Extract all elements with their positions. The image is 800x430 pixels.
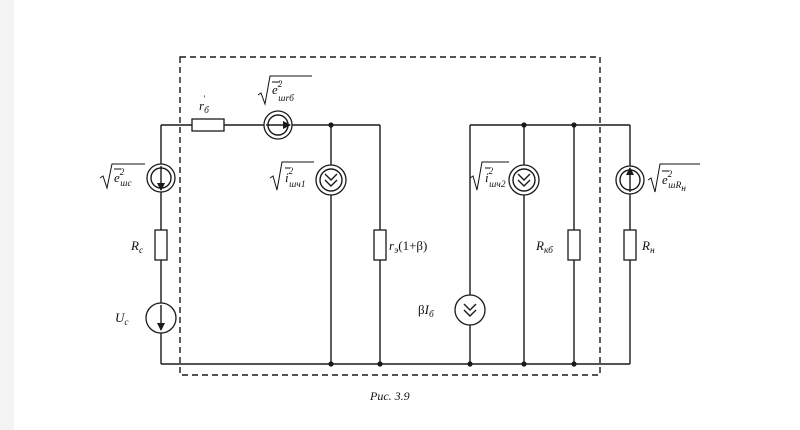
label-rc: Rc — [130, 238, 144, 256]
resistor-rn — [623, 229, 637, 261]
label-rn: Rн — [641, 238, 655, 256]
label-rb: rб' — [199, 94, 210, 116]
label-re: rэ(1+β) — [389, 238, 427, 256]
noise-voltage-source-rn — [615, 165, 645, 195]
circuit-wires — [160, 124, 631, 365]
label-rkb: Rкб — [535, 238, 554, 256]
transistor-boundary — [179, 56, 601, 376]
resistor-re — [373, 229, 387, 261]
noise-current-source-2 — [508, 164, 540, 196]
resistor-rkb — [567, 229, 581, 261]
label-beta-ib: βIб — [418, 302, 435, 320]
figure-caption: Рис. 3.9 — [369, 389, 410, 403]
signal-source-uc — [145, 302, 177, 334]
noise-current-source-1 — [315, 164, 347, 196]
noise-voltage-source-shs — [146, 163, 176, 193]
label-uc: Uc — [115, 310, 129, 328]
resistor-rb — [191, 118, 225, 132]
junction-dots — [328, 122, 577, 367]
controlled-current-source — [454, 294, 486, 326]
resistor-rc — [154, 229, 168, 261]
noise-voltage-source-rb — [263, 110, 293, 140]
